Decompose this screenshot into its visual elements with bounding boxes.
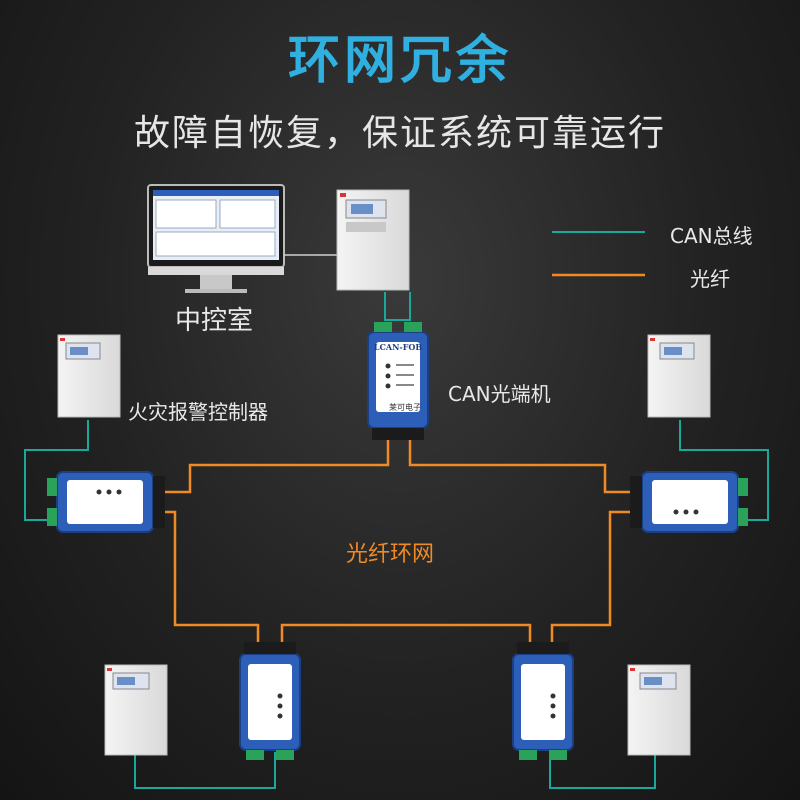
bottom-left-fiber-device-icon [239, 642, 301, 760]
can-line-center [384, 292, 411, 321]
center-device-model: LCAN-FOB [374, 342, 422, 352]
fiber-ring-label: 光纤环网 [346, 542, 435, 567]
fiber-inner-right [550, 510, 635, 655]
can-line-left-bottom [134, 752, 276, 789]
can-bus-lines [24, 292, 769, 789]
right-bottom-cabinet-icon [627, 664, 691, 756]
left-bottom-cabinet-icon [104, 664, 168, 756]
right-fiber-device-icon [630, 471, 748, 533]
fiber-inner-bottom [280, 623, 532, 655]
fiber-outer-left [160, 440, 390, 494]
left-fiber-device-icon [47, 471, 165, 533]
left-top-cabinet-icon [57, 334, 121, 418]
fiber-inner-left [160, 510, 260, 655]
center-fiber-device-icon [367, 322, 429, 440]
control-room-label: 中控室 [175, 306, 254, 336]
can-fiber-terminal-label: CAN光端机 [448, 382, 551, 406]
legend-can-label: CAN总线 [670, 224, 753, 248]
page-title: 环网冗余 [287, 31, 512, 91]
bottom-right-fiber-device-icon [512, 642, 574, 760]
fiber-outer-right [408, 440, 635, 494]
computer-monitor-icon [147, 184, 340, 293]
center-device-brand: 莱可电子 [389, 402, 421, 412]
can-line-right-bottom [549, 752, 656, 789]
page-subtitle: 故障自恢复，保证系统可靠运行 [133, 113, 666, 154]
legend-fiber-label: 光纤 [690, 267, 730, 291]
can-line-left-top [24, 420, 89, 521]
fiber-ring [160, 440, 635, 655]
right-top-cabinet-icon [647, 334, 711, 418]
can-line-right-top [679, 420, 769, 521]
central-cabinet-icon [336, 189, 410, 291]
fire-controller-label: 火灾报警控制器 [128, 400, 268, 424]
